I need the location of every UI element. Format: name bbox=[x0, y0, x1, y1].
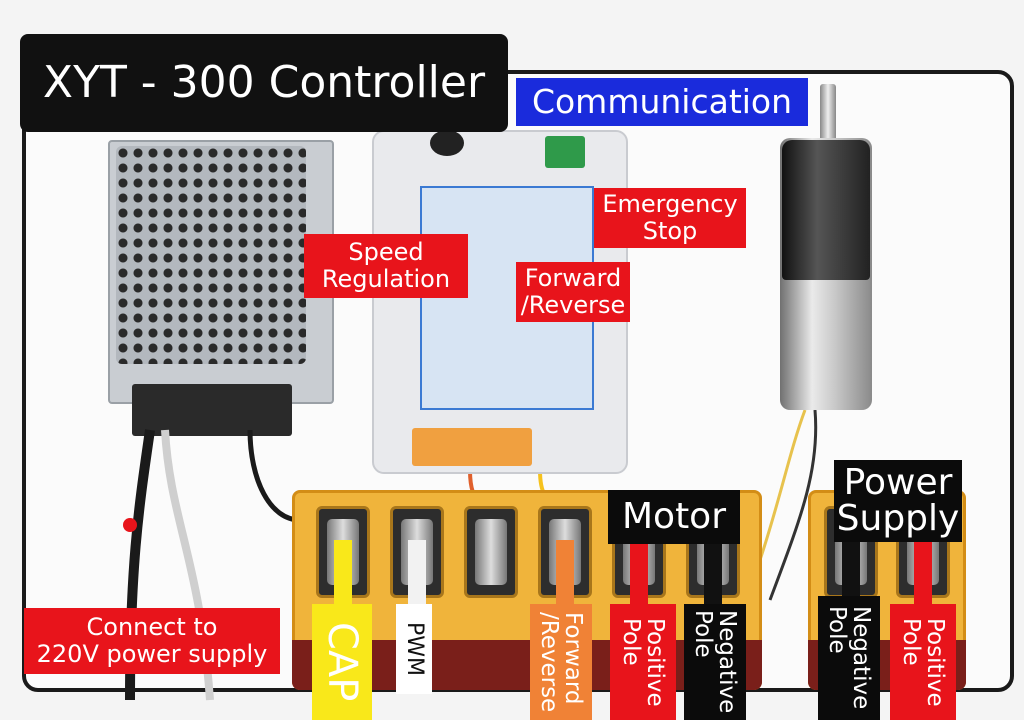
psu-terminal-block bbox=[132, 384, 292, 436]
speed-knob bbox=[430, 130, 464, 156]
motor-negative-pole-label: Negative Pole bbox=[684, 604, 746, 720]
cap-terminal-label: CAP bbox=[312, 604, 372, 720]
motor-gearbox bbox=[782, 140, 870, 280]
motor-shaft bbox=[820, 84, 836, 144]
connect-power-label: Connect to 220V power supply bbox=[24, 608, 280, 674]
supply-positive-wire bbox=[914, 540, 932, 610]
motor-label: Motor bbox=[608, 490, 740, 544]
power-supply-label: Power Supply bbox=[834, 460, 962, 542]
motor-positive-pole-label: Positive Pole bbox=[610, 604, 676, 720]
forward-reverse-label: Forward /Reverse bbox=[516, 262, 630, 322]
motor-negative-wire bbox=[704, 540, 722, 610]
speed-regulation-label: Speed Regulation bbox=[304, 234, 468, 298]
cap-wire bbox=[334, 540, 352, 610]
psu-vent-grid bbox=[116, 146, 306, 364]
pwm-wire bbox=[408, 540, 426, 610]
emergency-stop-label: Emergency Stop bbox=[594, 188, 746, 248]
forward-wire bbox=[556, 540, 574, 610]
supply-positive-pole-label: Positive Pole bbox=[890, 604, 956, 720]
diagram-title: XYT - 300 Controller bbox=[20, 34, 508, 132]
forward-reverse-terminal-label: Forward /Reverse bbox=[530, 604, 592, 720]
board-wire-connector bbox=[412, 428, 532, 466]
communication-label: Communication bbox=[516, 78, 808, 126]
motor-positive-wire bbox=[630, 540, 648, 610]
communication-connector bbox=[545, 136, 585, 168]
supply-negative-wire bbox=[842, 540, 860, 610]
terminal-slot bbox=[464, 506, 518, 598]
supply-negative-pole-label: Negative Pole bbox=[818, 596, 880, 720]
pwm-terminal-label: PWM bbox=[396, 604, 432, 694]
